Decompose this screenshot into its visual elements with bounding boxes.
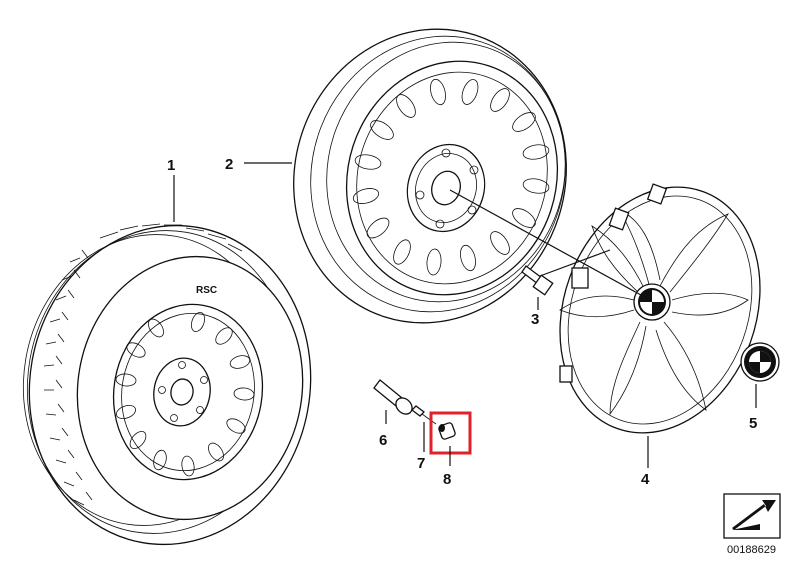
tire-marking: RSC	[196, 285, 217, 296]
callout-4: 4	[641, 471, 650, 488]
callout-2: 2	[225, 156, 233, 173]
hub-cap	[559, 183, 761, 434]
leader-lines	[173, 162, 757, 468]
valve-cap	[438, 422, 456, 440]
callout-8: 8	[443, 471, 451, 488]
emblem	[740, 342, 780, 382]
steel-rim	[293, 28, 567, 324]
valve	[373, 379, 413, 415]
tire-assembly: RSC	[22, 223, 312, 546]
callout-7: 7	[417, 455, 425, 472]
navigation-arrow-icon[interactable]	[723, 493, 781, 539]
callout-3: 3	[531, 311, 539, 328]
wheel-bolt	[521, 265, 554, 296]
callout-5: 5	[749, 415, 757, 432]
callout-1: 1	[167, 157, 175, 174]
valve-core	[411, 405, 437, 425]
callout-6: 6	[379, 432, 387, 449]
reference-number: 00188629	[727, 544, 776, 556]
